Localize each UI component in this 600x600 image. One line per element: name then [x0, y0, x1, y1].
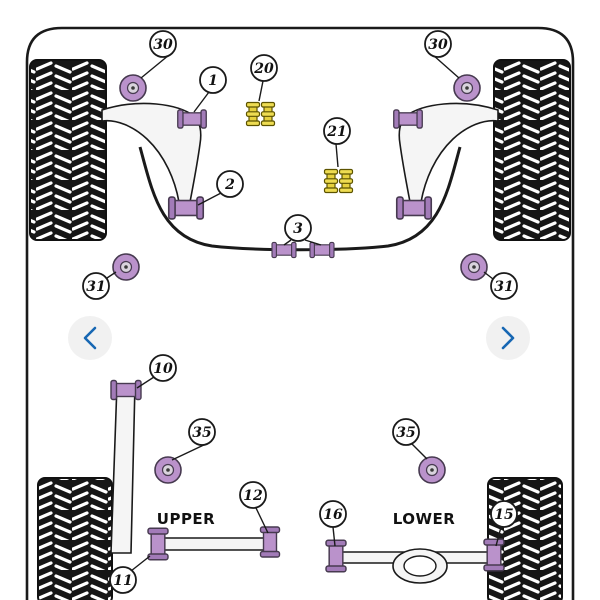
callout-31-left: 31 [82, 272, 110, 300]
bushing-10 [110, 379, 142, 401]
svg-text:30: 30 [428, 37, 448, 53]
tire-front-right [493, 59, 571, 241]
chevron-left-icon [83, 326, 97, 350]
svg-text:31: 31 [86, 279, 105, 295]
callout-12: 12 [239, 481, 267, 509]
bushing-35-right [418, 456, 446, 484]
chevron-right-icon [501, 326, 515, 350]
car-body-outline [25, 26, 575, 600]
svg-text:12: 12 [243, 488, 263, 504]
bushing-30-left [119, 74, 147, 102]
vertical-link [110, 383, 136, 554]
callout-11: 11 [109, 566, 137, 594]
callout-21: 21 [323, 117, 351, 145]
upper-arm-label: UPPER [157, 510, 215, 528]
bushing-1-right [393, 109, 423, 129]
leader-lines [106, 54, 502, 572]
bushing-2-left [167, 196, 205, 220]
bushing-31-left [112, 253, 140, 281]
lower-arm-label: LOWER [393, 510, 456, 528]
callout-31-right: 31 [490, 272, 518, 300]
bushing-31-right [460, 253, 488, 281]
bushing-2-right [395, 196, 433, 220]
callout-30-front-left: 30 [149, 30, 177, 58]
callout-35-right: 35 [392, 418, 420, 446]
callout-35-left: 35 [188, 418, 216, 446]
bushing-20 [245, 101, 276, 127]
anti-roll-bar [138, 146, 462, 252]
svg-text:2: 2 [224, 177, 235, 193]
callout-1-front-left: 1 [199, 66, 227, 94]
svg-text:30: 30 [153, 37, 173, 53]
bushing-21 [323, 168, 354, 194]
callout-16: 16 [319, 500, 347, 528]
bushing-12 [259, 526, 281, 558]
callout-20: 20 [250, 54, 278, 82]
svg-text:10: 10 [153, 361, 173, 377]
svg-text:3: 3 [293, 221, 303, 237]
bushing-16 [325, 539, 347, 573]
bushing-35-left [154, 456, 182, 484]
bushing-1-left [177, 109, 207, 129]
svg-text:31: 31 [494, 279, 513, 295]
bushing-11 [147, 527, 169, 561]
bushing-3-right [309, 241, 335, 259]
svg-text:21: 21 [326, 124, 346, 140]
callout-3-anti-roll-bar: 3 [284, 214, 312, 242]
svg-text:20: 20 [253, 61, 274, 77]
callout-2-front-left: 2 [216, 170, 244, 198]
callout-30-front-right: 30 [424, 30, 452, 58]
next-button[interactable] [486, 316, 530, 360]
callout-15: 15 [490, 500, 518, 528]
svg-text:15: 15 [494, 507, 513, 523]
svg-text:1: 1 [208, 73, 218, 89]
tire-front-left [29, 59, 107, 241]
callout-10: 10 [149, 354, 177, 382]
svg-text:11: 11 [113, 573, 132, 589]
bushing-15 [483, 538, 505, 572]
svg-text:16: 16 [323, 507, 343, 523]
upper-arm [159, 537, 267, 551]
prev-button[interactable] [68, 316, 112, 360]
tire-rear-left [37, 477, 113, 600]
svg-text:35: 35 [192, 425, 211, 441]
lower-arm-housing-hole [403, 555, 437, 577]
svg-text:35: 35 [396, 425, 415, 441]
bushing-30-right [453, 74, 481, 102]
